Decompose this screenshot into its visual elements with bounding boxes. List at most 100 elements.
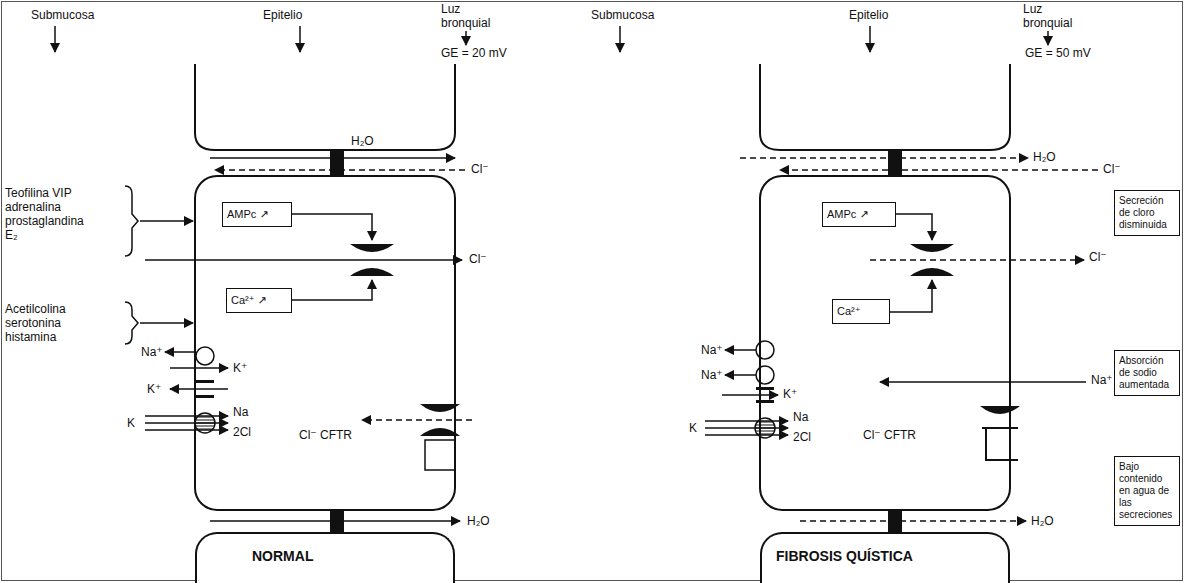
text-label: K bbox=[126, 416, 136, 430]
process-box: Ca²⁺ bbox=[832, 299, 890, 324]
text-label: Na⁺ bbox=[1090, 373, 1114, 387]
upper-cell bbox=[195, 64, 455, 150]
text-label: Acetilcolina serotonina histamina bbox=[4, 302, 67, 344]
node-text: Ca²⁺ ↗ bbox=[231, 294, 287, 307]
node-text: AMPc ↗ bbox=[827, 208, 891, 221]
pointer-arrow bbox=[54, 26, 56, 52]
pointer-arrow bbox=[1047, 31, 1049, 45]
cftr-gate bbox=[980, 406, 1020, 414]
annotation-box: Absorción de sodio aumentada bbox=[1114, 350, 1180, 396]
channel-plate bbox=[756, 400, 774, 403]
pump-symbol bbox=[756, 341, 774, 359]
ion-arrow bbox=[170, 388, 228, 390]
text-label: Epitelio bbox=[262, 8, 303, 22]
text-label: Epitelio bbox=[848, 8, 889, 22]
text-label: H₂O bbox=[350, 134, 375, 148]
bracket bbox=[125, 302, 138, 344]
ion-arrow bbox=[145, 429, 228, 431]
cell-label: FIBROSIS QUÍSTICA bbox=[760, 532, 1010, 583]
text-label: Cl⁻ bbox=[470, 162, 490, 176]
process-box: AMPc ↗ bbox=[822, 202, 896, 227]
channel-gate bbox=[350, 268, 394, 276]
text-label: GE = 50 mV bbox=[1024, 46, 1092, 60]
cf-panel bbox=[620, 26, 1098, 532]
text-label: Cl⁻ CFTR bbox=[862, 428, 917, 442]
text-label: K bbox=[688, 421, 698, 435]
text-label: Luz bronquial bbox=[1022, 2, 1073, 30]
ion-arrow bbox=[705, 427, 788, 429]
channel-plate bbox=[756, 387, 774, 390]
text-label: K⁺ bbox=[782, 387, 798, 401]
text-label: Teofilina VIP adrenalina prostaglandina … bbox=[4, 186, 85, 242]
chloride-arrow bbox=[145, 259, 462, 261]
water-arrow bbox=[800, 520, 1026, 522]
cftr-gate bbox=[420, 404, 460, 412]
cftr-closed bbox=[982, 428, 1018, 460]
text-label: GE = 20 mV bbox=[440, 46, 508, 60]
pump-symbol bbox=[196, 347, 214, 365]
node-text: Bajo contenido en agua de las secrecione… bbox=[1119, 461, 1175, 521]
text-label: Submucosa bbox=[590, 8, 655, 22]
text-label: H₂O bbox=[1030, 514, 1055, 528]
text-label: Na⁺ bbox=[140, 345, 164, 359]
channel-gate bbox=[350, 244, 394, 252]
chloride-arrow bbox=[780, 169, 1098, 171]
ion-arrow bbox=[725, 374, 756, 376]
water-arrow bbox=[210, 520, 460, 522]
ion-arrow bbox=[145, 415, 228, 417]
node-text: NORMAL bbox=[252, 548, 453, 564]
text-label: Submucosa bbox=[30, 8, 95, 22]
node-text: Secreción de cloro disminuida bbox=[1119, 195, 1175, 231]
signal-arrow bbox=[292, 280, 372, 300]
ion-arrow bbox=[170, 367, 228, 369]
text-label: Cl⁻ bbox=[468, 252, 488, 266]
text-label: 2Cl bbox=[792, 430, 812, 444]
water-arrow bbox=[740, 157, 1028, 159]
text-label: H₂O bbox=[1032, 150, 1057, 164]
stimulus-arrow bbox=[140, 220, 193, 222]
text-label: Cl⁻ CFTR bbox=[298, 428, 353, 442]
text-label: Na⁺ bbox=[700, 368, 724, 382]
ion-arrow bbox=[705, 420, 788, 422]
text-label: Luz bronquial bbox=[440, 2, 491, 30]
signal-arrow bbox=[292, 214, 372, 240]
annotation-box: Bajo contenido en agua de las secrecione… bbox=[1114, 456, 1180, 526]
cell-label: NORMAL bbox=[195, 532, 455, 583]
pointer-arrow bbox=[619, 26, 621, 52]
signal-arrow bbox=[896, 214, 932, 240]
text-label: H₂O bbox=[466, 514, 491, 528]
ion-arrow bbox=[722, 394, 778, 396]
pump-symbol bbox=[756, 366, 774, 384]
channel-plate bbox=[196, 395, 214, 398]
ion-arrow bbox=[145, 422, 228, 424]
channel-plate bbox=[196, 380, 214, 383]
ion-arrow bbox=[725, 349, 756, 351]
channel-gate bbox=[910, 244, 954, 252]
sodium-arrow bbox=[880, 381, 1086, 383]
water-arrow bbox=[210, 157, 455, 159]
node-text: Ca²⁺ bbox=[837, 305, 885, 318]
epithelial-cell bbox=[760, 176, 1010, 510]
pointer-arrow bbox=[869, 26, 871, 52]
text-label: Na bbox=[792, 410, 809, 424]
epithelial-cell bbox=[195, 176, 455, 510]
chloride-arrow bbox=[362, 419, 472, 421]
tight-junction bbox=[888, 150, 902, 176]
chloride-arrow bbox=[215, 169, 465, 171]
normal-panel bbox=[55, 26, 472, 532]
signal-arrow bbox=[890, 280, 932, 312]
node-text: FIBROSIS QUÍSTICA bbox=[776, 548, 1008, 564]
tight-junction bbox=[330, 150, 344, 176]
node-text: AMPc ↗ bbox=[227, 208, 287, 221]
text-label: Cl⁻ bbox=[1102, 162, 1122, 176]
upper-cell bbox=[760, 64, 1010, 150]
pointer-arrow bbox=[299, 26, 301, 52]
channel-gate bbox=[910, 268, 954, 276]
node-text: Absorción de sodio aumentada bbox=[1119, 355, 1175, 391]
text-label: Cl⁻ bbox=[1088, 250, 1108, 264]
text-label: 2Cl bbox=[232, 425, 252, 439]
text-label: Na⁺ bbox=[700, 343, 724, 357]
bracket bbox=[125, 186, 138, 256]
